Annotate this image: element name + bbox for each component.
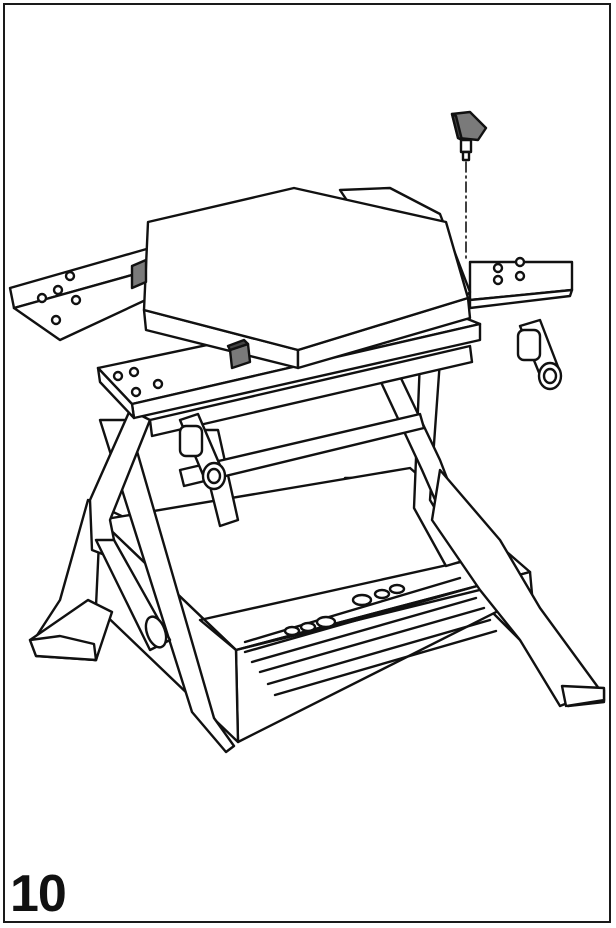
rear-jaw — [8, 246, 574, 342]
clamp-handle-right[interactable] — [516, 318, 563, 391]
hexagon-workpiece — [142, 186, 472, 370]
clamp-handle-left[interactable] — [178, 412, 227, 491]
bench-dog-left — [130, 258, 148, 290]
front-leg-left — [28, 408, 236, 754]
figure-number: 10 — [10, 865, 67, 923]
front-jaw-holes — [112, 366, 164, 398]
swivel-peg[interactable] — [450, 110, 488, 263]
platform-holes — [283, 583, 406, 637]
bench-dog-front — [226, 338, 252, 370]
rear-jaw-holes — [36, 256, 526, 326]
page-frame — [3, 3, 611, 923]
